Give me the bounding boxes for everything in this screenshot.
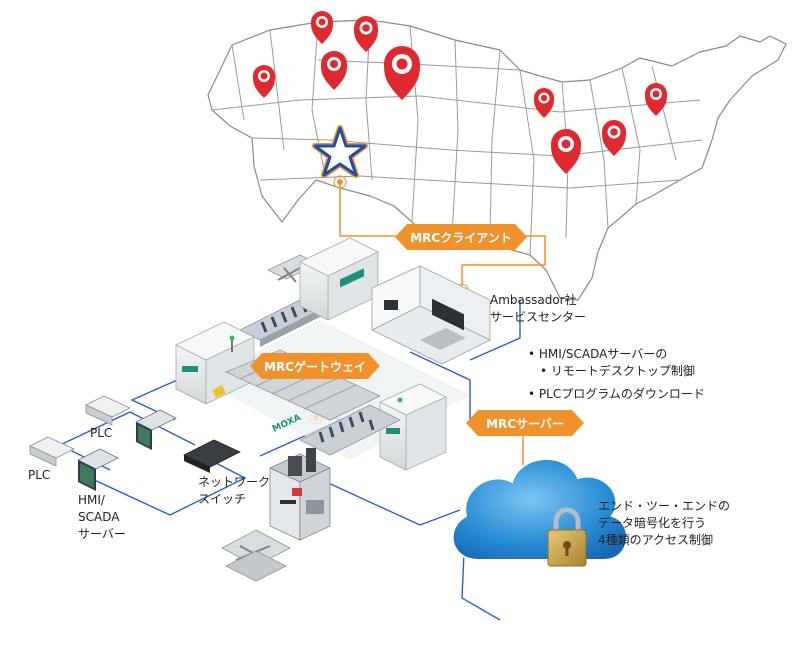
security-line3: 4種類のアクセス制御 [598, 533, 714, 547]
ambassador-label-line1: Ambassador社 [490, 293, 577, 307]
map-pin-2 [354, 16, 378, 52]
plc-top-device [85, 395, 131, 426]
mrc-gateway-label: MRCゲートウェイ [264, 359, 366, 374]
map-pin-6 [534, 88, 554, 118]
hmi-top-device [135, 409, 177, 450]
service-center-room [371, 265, 491, 365]
hmi-scada-server-device [77, 448, 119, 491]
lift-table-bottom [221, 529, 291, 582]
security-description: エンド・ツー・エンドの データ暗号化を行う 4種類のアクセス制御 [598, 498, 730, 549]
ambassador-label: Ambassador社 サービスセンター [490, 292, 586, 326]
switch-label-line1: ネットワーク [198, 475, 271, 489]
map-pins [253, 11, 667, 174]
plc-left-label: PLC [28, 468, 51, 482]
mrc-client-label: MRCクライアント [410, 230, 512, 245]
robot-cell [269, 448, 331, 541]
network-switch-device [183, 439, 241, 473]
map-pin-8 [551, 129, 581, 174]
hmi-label-line1: HMI/ [78, 493, 105, 507]
security-line1: エンド・ツー・エンドの [598, 499, 731, 513]
mrc-gateway-tag: MRCゲートウェイ [250, 353, 380, 379]
mrc-server-label: MRCサーバー [486, 416, 564, 431]
plc-left-device [29, 436, 75, 467]
map-pin-9 [602, 120, 626, 156]
feature-item-1: HMI/SCADAサーバーの [528, 346, 705, 363]
security-line2: データ暗号化を行う [598, 516, 707, 530]
switch-label-line2: スイッチ [198, 492, 247, 506]
feature-item-1-cont: リモートデスクトップ制御 [528, 363, 705, 380]
map-pin-5 [384, 46, 420, 100]
plc-top-label: PLC [90, 426, 113, 440]
hmi-label-line3: サーバー [78, 527, 126, 541]
mrc-client-tag: MRCクライアント [395, 224, 527, 250]
mrc-client-tag-shape [395, 224, 527, 250]
map-pin-1 [311, 11, 333, 44]
mrc-server-tag: MRCサーバー [466, 410, 584, 436]
hmi-label-line2: SCADA [78, 510, 120, 524]
hmi-scada-server-label: HMI/ SCADA サーバー [78, 492, 126, 543]
map-pin-7 [645, 83, 667, 116]
mrc-server-tag-shape [466, 410, 584, 436]
network-switch-label: ネットワーク スイッチ [198, 474, 270, 508]
client-star-icon [312, 125, 368, 178]
remote-features-list: HMI/SCADAサーバーの リモートデスクトップ制御 PLCプログラムのダウン… [528, 346, 705, 403]
map-pin-4 [321, 51, 347, 90]
feature-item-2: PLCプログラムのダウンロード [528, 386, 705, 403]
mrc-gateway-tag-shape [250, 353, 380, 379]
ambassador-label-line2: サービスセンター [490, 310, 587, 324]
machine-upper [299, 237, 379, 321]
padlock-icon [547, 507, 587, 567]
lower-conveyor [299, 404, 401, 456]
map-pin-3 [253, 65, 275, 98]
